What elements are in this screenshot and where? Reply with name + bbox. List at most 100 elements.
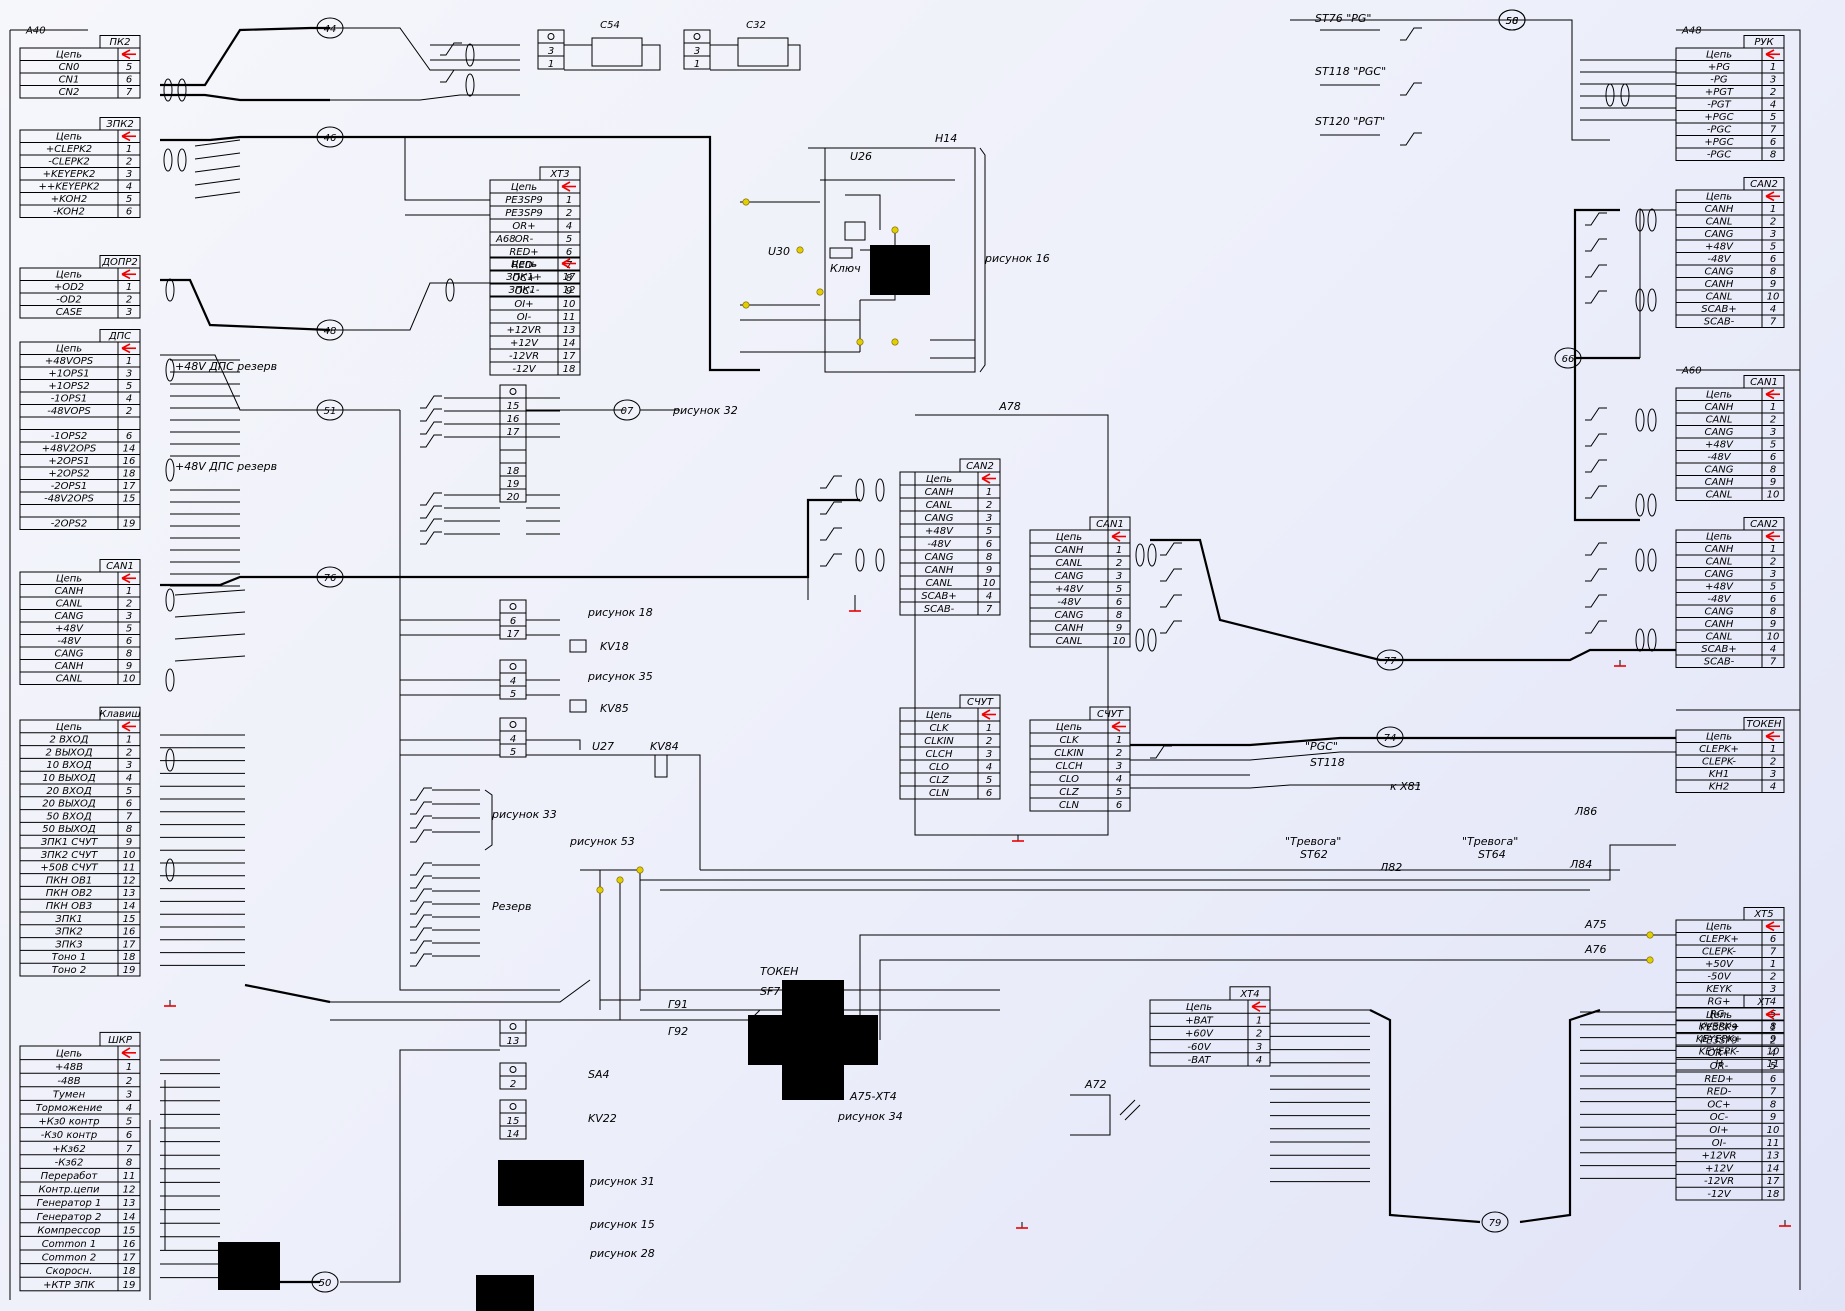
connector-frame — [1029, 529, 1131, 648]
terminal-pin-icon — [509, 1023, 517, 1030]
switch-symbol — [410, 888, 432, 902]
wire — [174, 655, 246, 662]
pin-number: 8 — [1770, 1099, 1776, 1110]
shield-oval — [1605, 83, 1615, 107]
pin-name: OR- — [515, 234, 534, 245]
pin-name: PE3SP9 — [505, 208, 542, 219]
pin-number: 3 — [1770, 569, 1776, 580]
ref-bubble-label: 46 — [324, 133, 337, 144]
pin-number: 7 — [1770, 947, 1777, 958]
pin-number: 5 — [126, 786, 132, 797]
pin-number: 4 — [1770, 1048, 1776, 1059]
pin-name: +12V — [510, 338, 539, 349]
annotation-token2: ТОКЕН — [760, 965, 798, 978]
annotation-a75xt4: А75-ХТ4 — [849, 1090, 897, 1103]
pin-name: CANH — [1705, 279, 1734, 290]
pin-name: KVEPK+ — [1699, 1022, 1740, 1033]
wire — [330, 880, 621, 1021]
pin-number: 8 — [566, 273, 572, 284]
pin-name: +12VR — [507, 325, 542, 336]
pin-name: -2OPS2 — [51, 519, 88, 530]
pin-number: 10 — [983, 578, 996, 589]
pin-name: CLO — [929, 762, 949, 773]
wire — [1130, 751, 1676, 761]
pin-name: -48V — [927, 539, 951, 550]
switch-symbol — [1585, 459, 1607, 473]
pin-name: CLKIN — [1054, 748, 1084, 759]
ref-bubble-label: 51 — [324, 406, 337, 417]
switch-symbol — [1585, 290, 1607, 304]
pin-number: 3 — [1770, 984, 1776, 995]
pin-name: KH1 — [1709, 769, 1729, 780]
switch-symbol — [820, 553, 842, 567]
pin-name: OC- — [515, 286, 534, 297]
wire — [174, 633, 246, 640]
ref-bubble-label: 48 — [324, 326, 337, 337]
shield-oval — [1647, 408, 1657, 432]
shield-oval — [165, 668, 175, 692]
pin-number: 5 — [986, 775, 992, 786]
pin-number: 6 — [1770, 452, 1776, 463]
switch-symbol — [1160, 594, 1182, 608]
terminal-pin-icon — [509, 603, 517, 610]
pin-number: 1 — [126, 144, 132, 155]
shield-oval — [1147, 628, 1157, 652]
pin-number: 8 — [1116, 610, 1122, 621]
wire — [330, 27, 520, 71]
pin-name: +PGC — [1704, 137, 1733, 148]
pin-number: 3 — [126, 611, 132, 622]
pin-name: Цепь — [1056, 722, 1082, 733]
terminal-frame — [499, 717, 527, 758]
pin-name: 2 ВХОД — [50, 735, 89, 746]
wire — [174, 589, 246, 596]
shield-oval — [465, 73, 475, 97]
switch-symbol — [410, 927, 432, 941]
pin-name: CANL — [926, 578, 953, 589]
pin-number: 17 — [563, 351, 576, 362]
pin-number: 3 — [1116, 571, 1122, 582]
pin-number: 9 — [1770, 1112, 1776, 1123]
terminal-strip-x61: 45 — [499, 659, 527, 700]
pin-name: CLN — [929, 788, 950, 799]
pin-number: 1 — [126, 735, 132, 746]
pin-number: 10 — [1767, 632, 1780, 643]
pin-name: H — [1715, 1059, 1723, 1070]
bus-wire — [160, 278, 331, 332]
ref-bubble-label: 56 — [1506, 16, 1519, 27]
pin-number: 2 — [1770, 415, 1776, 426]
pin-name: CANH — [925, 565, 954, 576]
shield-oval — [465, 43, 475, 67]
pin-name: OI+ — [514, 299, 533, 310]
terminal-pin-icon — [509, 663, 517, 670]
pin-name: -2OPS1 — [51, 481, 88, 492]
pin-name: CANL — [1706, 490, 1733, 501]
plug-icon — [1111, 725, 1121, 732]
pin-name: +48V — [1705, 242, 1734, 253]
pin-name: -12V — [512, 364, 536, 375]
terminal-pin-icon — [547, 33, 555, 40]
annotation-fig31: рисунок 31 — [589, 1175, 655, 1188]
terminal-frame — [537, 29, 565, 70]
pin-number: 2 — [1116, 748, 1122, 759]
pin-number: 7 — [1770, 125, 1777, 136]
wire — [194, 191, 241, 199]
switch-symbol — [1585, 238, 1607, 252]
plug-icon — [121, 135, 131, 142]
pin-number: 18 — [123, 469, 136, 480]
connector-frame — [1675, 189, 1785, 328]
plug-icon — [1111, 535, 1121, 542]
plug-icon — [1765, 195, 1775, 202]
terminal-number: 18 — [507, 466, 520, 477]
pin-name: Цепь — [56, 344, 82, 355]
pin-number: 7 — [1770, 1087, 1777, 1098]
ref-bubble-label: 07 — [621, 406, 634, 417]
pin-number: 11 — [123, 863, 136, 874]
pin-number: 1 — [1770, 204, 1776, 215]
pin-name: Common 2 — [42, 1253, 97, 1264]
pin-name: -Кз62 — [55, 1157, 84, 1168]
pin-number: 11 — [1767, 1138, 1780, 1149]
plug-icon — [1765, 535, 1775, 542]
pin-number: 10 — [123, 850, 136, 861]
